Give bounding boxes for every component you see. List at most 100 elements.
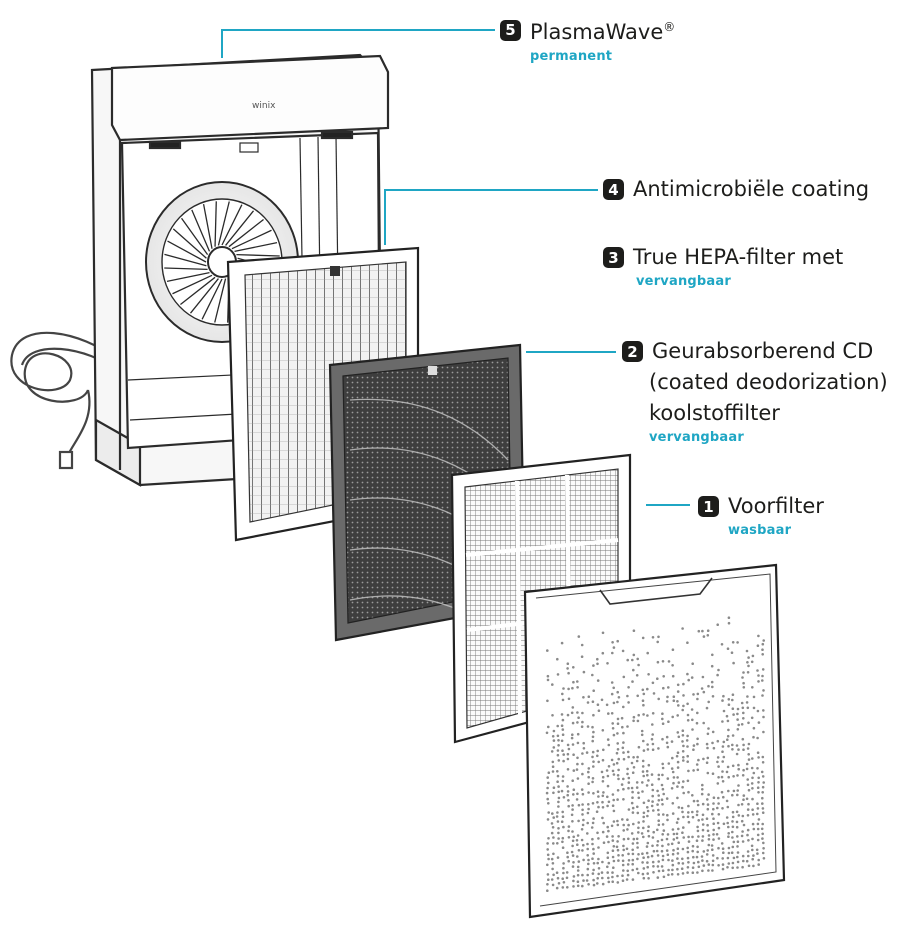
panel-perforation bbox=[591, 842, 594, 846]
panel-perforation bbox=[632, 837, 636, 841]
panel-perforation bbox=[651, 636, 655, 639]
label-plasmawave: 5 PlasmaWave® permanent bbox=[500, 14, 675, 64]
panel-perforation bbox=[661, 660, 665, 663]
panel-perforation bbox=[616, 748, 620, 751]
panel-perforation bbox=[551, 765, 555, 768]
leader-lines bbox=[221, 29, 690, 506]
panel-perforation bbox=[697, 865, 701, 869]
panel-perforation bbox=[662, 813, 665, 816]
panel-perforation bbox=[631, 680, 634, 683]
panel-perforation bbox=[617, 757, 620, 761]
panel-perforation bbox=[607, 840, 610, 844]
panel-perforation bbox=[745, 649, 749, 653]
panel-perforation bbox=[626, 828, 629, 831]
panel-perforation bbox=[686, 641, 689, 644]
label-plasmawave-sub: permanent bbox=[530, 49, 613, 64]
panel-perforation bbox=[602, 748, 605, 752]
panel-perforation bbox=[706, 771, 710, 775]
panel-perforation bbox=[717, 864, 720, 867]
panel-perforation bbox=[612, 845, 616, 848]
panel-perforation bbox=[576, 880, 580, 883]
panel-perforation bbox=[571, 743, 575, 746]
panel-perforation bbox=[722, 755, 726, 759]
panel-perforation bbox=[561, 728, 565, 731]
panel-perforation bbox=[722, 740, 726, 744]
panel-perforation bbox=[552, 842, 555, 845]
panel-perforation bbox=[731, 861, 735, 865]
panel-perforation bbox=[592, 730, 595, 734]
panel-perforation bbox=[701, 828, 705, 832]
panel-perforation bbox=[691, 728, 694, 731]
panel-perforation bbox=[706, 829, 710, 833]
panel-perforation bbox=[727, 775, 730, 779]
panel-perforation bbox=[571, 839, 575, 843]
panel-perforation bbox=[611, 722, 614, 725]
panel-perforation bbox=[597, 805, 600, 809]
panel-perforation bbox=[627, 859, 631, 862]
panel-perforation bbox=[592, 792, 595, 795]
fan-blade bbox=[164, 267, 208, 271]
panel-perforation bbox=[666, 818, 669, 822]
panel-perforation bbox=[622, 731, 625, 735]
panel-perforation bbox=[751, 686, 754, 689]
panel-perforation bbox=[747, 664, 750, 668]
panel-perforation bbox=[591, 725, 594, 729]
panel-perforation bbox=[706, 849, 709, 852]
panel-perforation bbox=[572, 680, 575, 684]
front-panel bbox=[523, 563, 786, 919]
fan-blade bbox=[181, 217, 209, 256]
panel-perforation bbox=[651, 844, 654, 848]
badge-5: 5 bbox=[500, 19, 521, 41]
panel-perforation bbox=[705, 817, 709, 820]
panel-perforation bbox=[650, 737, 654, 741]
panel-perforation bbox=[567, 747, 571, 751]
panel-perforation bbox=[722, 795, 725, 799]
panel-perforation bbox=[665, 735, 669, 739]
panel-perforation bbox=[687, 678, 690, 682]
panel-perforation bbox=[560, 641, 564, 645]
panel-perforation bbox=[576, 741, 580, 745]
panel-perforation bbox=[546, 842, 549, 845]
fan-blade bbox=[217, 201, 230, 246]
panel-perforation bbox=[566, 757, 570, 761]
panel-perforation bbox=[655, 849, 659, 853]
panel-perforation bbox=[681, 734, 685, 737]
fan-blade bbox=[231, 229, 272, 250]
panel-perforation bbox=[550, 831, 554, 835]
panel-perforation bbox=[572, 879, 575, 883]
panel-perforation bbox=[546, 818, 550, 821]
panel-perforation bbox=[747, 802, 750, 806]
panel-perforation bbox=[557, 785, 560, 788]
panel-perforation bbox=[661, 869, 665, 872]
panel-perforation bbox=[711, 812, 714, 816]
panel-perforation bbox=[597, 872, 600, 876]
panel-perforation bbox=[721, 863, 725, 866]
panel-perforation bbox=[756, 838, 760, 842]
panel-perforation bbox=[661, 712, 664, 715]
panel-perforation bbox=[726, 734, 730, 738]
panel-perforation bbox=[747, 854, 750, 858]
panel-perforation bbox=[711, 863, 715, 867]
panel-perforation bbox=[611, 769, 615, 773]
panel-perforation bbox=[556, 749, 560, 752]
panel-perforation bbox=[616, 639, 619, 643]
panel-perforation bbox=[612, 859, 616, 863]
panel-perforation bbox=[566, 851, 569, 854]
panel-perforation bbox=[687, 804, 690, 808]
panel-perforation bbox=[586, 821, 589, 825]
panel-perforation bbox=[636, 841, 639, 845]
panel-perforation bbox=[632, 719, 635, 723]
panel-perforation bbox=[552, 746, 556, 749]
panel-perforation bbox=[622, 705, 625, 709]
panel-perforation bbox=[681, 750, 685, 753]
panel-perforation bbox=[631, 771, 635, 774]
panel-perforation bbox=[756, 827, 760, 831]
panel-perforation bbox=[622, 823, 625, 827]
panel-perforation bbox=[601, 806, 605, 809]
panel-perforation bbox=[671, 868, 674, 872]
panel-perforation bbox=[642, 749, 646, 752]
panel-perforation bbox=[561, 840, 564, 844]
panel-perforation bbox=[576, 762, 579, 766]
panel-perforation bbox=[557, 790, 560, 794]
panel-perforation bbox=[750, 844, 754, 848]
